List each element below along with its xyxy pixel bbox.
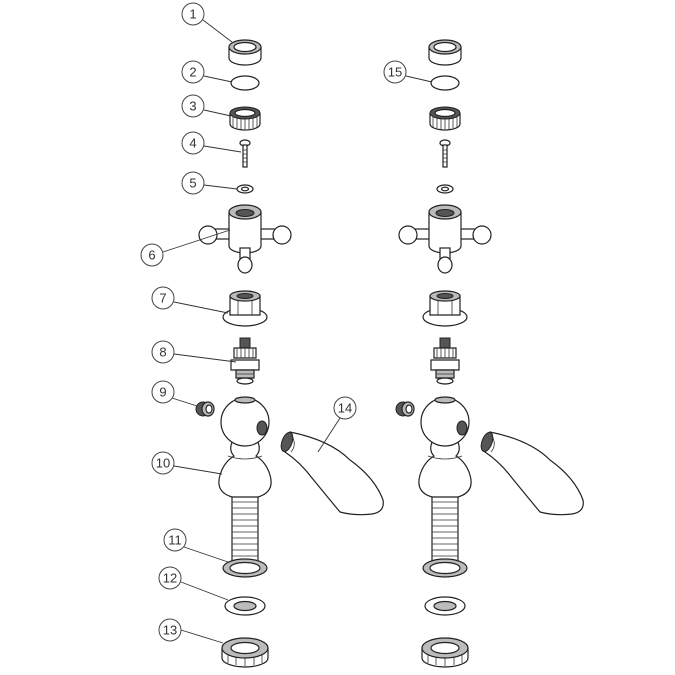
callout-8: 8	[151, 340, 237, 364]
svg-text:2: 2	[189, 65, 196, 80]
part-plug	[395, 401, 415, 417]
callouts: 1 2 3 4 5 6 7 8 9 10 11 12 13 14 15	[140, 2, 433, 644]
part-screw	[239, 139, 251, 168]
svg-text:14: 14	[338, 401, 352, 416]
part-disc	[230, 75, 260, 91]
callout-12: 12	[158, 566, 229, 601]
svg-text:15: 15	[388, 65, 402, 80]
part-washer-11	[422, 558, 468, 578]
part-valve-cartridge	[230, 337, 260, 385]
callout-15: 15	[383, 60, 433, 84]
svg-text:13: 13	[163, 623, 177, 638]
callout-13: 13	[158, 618, 224, 644]
callout-9: 9	[151, 380, 198, 407]
svg-text:10: 10	[156, 456, 170, 471]
callout-10: 10	[151, 451, 223, 475]
svg-text:4: 4	[189, 136, 196, 151]
svg-text:8: 8	[159, 345, 166, 360]
svg-text:7: 7	[159, 291, 166, 306]
part-disc	[430, 75, 460, 91]
part-back-nut	[221, 637, 269, 668]
svg-text:11: 11	[168, 533, 182, 548]
svg-text:9: 9	[159, 385, 166, 400]
part-cross-handle	[198, 204, 292, 274]
callout-14: 14	[317, 396, 357, 453]
callout-7: 7	[151, 286, 229, 314]
part-small-washer	[436, 184, 454, 194]
svg-text:1: 1	[189, 7, 196, 22]
part-cap-ring	[228, 39, 262, 66]
part-spout	[280, 431, 384, 516]
part-plug	[195, 401, 215, 417]
part-tap-body	[218, 396, 272, 576]
tap-assembly-right	[395, 39, 584, 668]
part-spout	[480, 431, 584, 516]
svg-text:6: 6	[148, 248, 155, 263]
part-threaded-cap-nut	[429, 106, 461, 131]
tap-assembly-left	[195, 39, 384, 668]
svg-text:12: 12	[163, 571, 177, 586]
part-valve-cartridge	[430, 337, 460, 385]
part-tap-body	[418, 396, 472, 576]
part-screw	[439, 139, 451, 168]
callout-11: 11	[163, 528, 229, 563]
part-washer-12	[424, 596, 466, 616]
part-small-washer	[236, 184, 254, 194]
svg-text:5: 5	[189, 176, 196, 191]
part-threaded-cap-nut	[229, 106, 261, 131]
part-cap-ring	[428, 39, 462, 66]
callout-6: 6	[140, 229, 231, 267]
callout-5: 5	[181, 171, 238, 195]
part-shroud-nut	[422, 290, 468, 327]
part-washer-11	[222, 558, 268, 578]
part-shroud-nut	[222, 290, 268, 327]
part-cross-handle	[398, 204, 492, 274]
svg-text:3: 3	[189, 99, 196, 114]
callout-1: 1	[181, 2, 233, 43]
part-back-nut	[421, 637, 469, 668]
callout-2: 2	[181, 60, 233, 84]
part-washer-12	[224, 596, 266, 616]
callout-3: 3	[181, 94, 232, 118]
callout-4: 4	[181, 131, 242, 155]
